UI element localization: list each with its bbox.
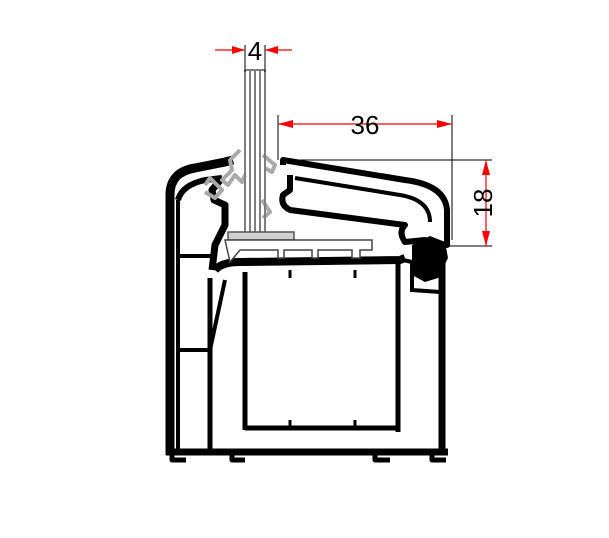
dimension-glass-thickness: 4 [215, 36, 292, 72]
frame-chamber-top [211, 254, 407, 273]
frame-outer-wall [165, 155, 235, 455]
dim-4-arrow-right [265, 46, 278, 54]
setting-block-top [227, 231, 295, 241]
gasket-right [402, 236, 448, 294]
dimension-rebate-width: 36 [277, 110, 453, 240]
setting-block [224, 231, 373, 264]
glazing-bead [279, 157, 450, 248]
frame-diagonal [208, 279, 227, 351]
dim-36-label: 36 [351, 110, 380, 140]
gasket-left-outer [220, 148, 247, 187]
frame-foot-3 [372, 452, 390, 463]
bead-inner [294, 176, 432, 223]
gasket-top-right [261, 153, 277, 174]
dim-18-arrow-top [482, 160, 490, 175]
dim-4-arrow-left [232, 46, 245, 54]
dim-36-arrow-right [437, 120, 452, 128]
chamber-tick-1 [288, 270, 357, 428]
frame-profile [165, 155, 448, 463]
dimension-rebate-height: 18 [283, 159, 498, 247]
frame-foot-4 [429, 452, 446, 463]
gasket-right-shape [412, 236, 448, 282]
gasket-right-lip [402, 258, 441, 294]
frame-foot-1 [169, 452, 186, 463]
setting-block-base [224, 239, 373, 264]
dim-4-label: 4 [248, 36, 262, 66]
gasket-left-inner [203, 176, 224, 200]
hook-shape [208, 175, 229, 271]
glass-pane [244, 69, 266, 232]
bead-outer [279, 157, 450, 248]
dim-36-arrow-left [278, 120, 293, 128]
dim-18-arrow-bottom [482, 231, 490, 246]
frame-foot-2 [229, 452, 245, 463]
frame-top-lip [175, 175, 223, 201]
dim-18-label: 18 [468, 189, 498, 218]
frame-hook [208, 175, 229, 271]
